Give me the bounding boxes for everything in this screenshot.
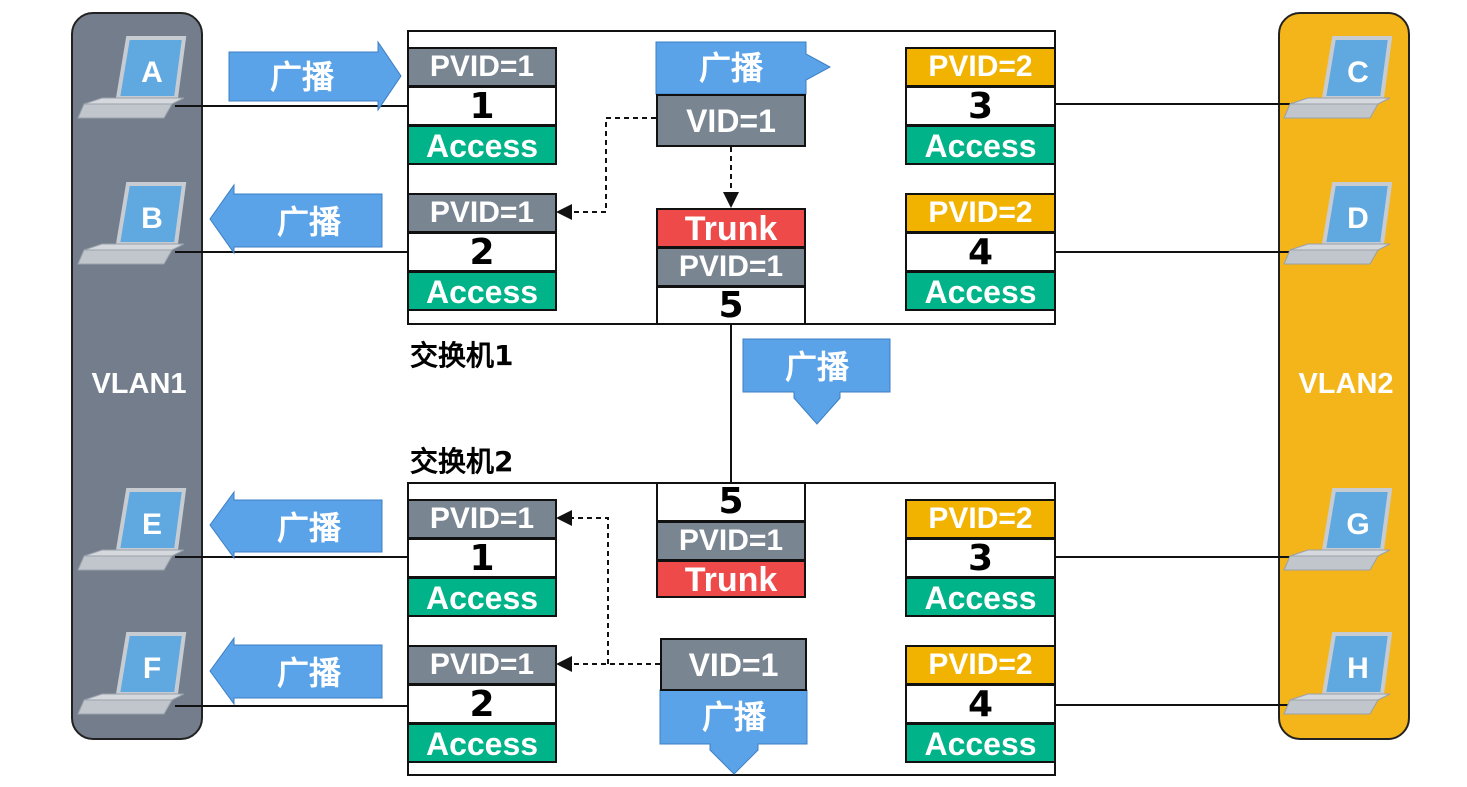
- sw1-port5-mode: Trunk: [656, 208, 806, 248]
- sw1-port4-mode: Access: [905, 271, 1056, 311]
- host-a-label: A: [141, 56, 163, 89]
- broadcast-a-label: 广播: [270, 58, 335, 96]
- broadcast-arrow-icon: 广播: [209, 183, 383, 255]
- sw1-port1-num: 1: [407, 86, 557, 126]
- laptop-icon[interactable]: H: [1283, 632, 1393, 715]
- sw1-port2-pvid: PVID=1: [407, 193, 557, 233]
- sw2-port5-mode: Trunk: [656, 560, 806, 598]
- sw1-port3-mode: Access: [905, 125, 1056, 165]
- sw2-vid-tag: VID=1: [660, 638, 807, 691]
- broadcast-arrow-icon: 广播: [209, 490, 383, 560]
- broadcast-f-label: 广播: [277, 654, 342, 692]
- sw1-port1-mode: Access: [407, 125, 557, 165]
- laptop-icon[interactable]: E: [77, 488, 187, 571]
- broadcast-arrow-icon: 广播: [228, 40, 402, 112]
- vlan2-label: VLAN2: [1298, 368, 1394, 400]
- laptop-icon[interactable]: D: [1283, 182, 1393, 265]
- sw1-port3-num: 3: [905, 86, 1056, 126]
- sw2-port3-pvid: PVID=2: [905, 499, 1056, 539]
- laptop-icon[interactable]: C: [1283, 36, 1393, 119]
- sw2-port1-num: 1: [407, 538, 557, 578]
- sw2-forward-to-port1: [556, 510, 609, 664]
- laptop-icon[interactable]: B: [77, 182, 187, 265]
- broadcast-e-label: 广播: [277, 509, 342, 547]
- sw1-vid-tag: VID=1: [656, 94, 806, 147]
- sw2-port2-num: 2: [407, 684, 557, 724]
- vlan1-panel: VLAN1: [71, 12, 203, 740]
- vlan2-panel: VLAN2: [1278, 12, 1410, 740]
- sw1-port1-pvid: PVID=1: [407, 47, 557, 87]
- laptop-icon[interactable]: F: [77, 632, 187, 715]
- laptop-icon[interactable]: A: [77, 36, 187, 119]
- sw1-port5-pvid: PVID=1: [656, 247, 806, 287]
- broadcast-arrow-icon: 广播: [659, 689, 808, 775]
- sw2-port4-pvid: PVID=2: [905, 645, 1056, 685]
- sw1-port4-num: 4: [905, 232, 1056, 272]
- sw1-port5-num: 5: [656, 286, 806, 325]
- broadcast-b-label: 广播: [277, 203, 342, 241]
- sw2-port3-mode: Access: [905, 577, 1056, 617]
- sw2-port4-num: 4: [905, 684, 1056, 724]
- sw1-port2-mode: Access: [407, 271, 557, 311]
- broadcast-sw1-label: 广播: [699, 49, 764, 87]
- host-h-label: H: [1347, 652, 1369, 685]
- broadcast-arrow-icon: 广播: [742, 338, 891, 425]
- host-b-label: B: [141, 202, 163, 235]
- broadcast-sw2-label: 广播: [702, 698, 767, 736]
- sw2-port5-pvid: PVID=1: [656, 521, 806, 561]
- host-g-label: G: [1346, 508, 1369, 541]
- host-d-label: D: [1347, 202, 1369, 235]
- sw2-port2-mode: Access: [407, 723, 557, 763]
- broadcast-trunk-label: 广播: [785, 348, 850, 386]
- host-f-label: F: [143, 652, 161, 685]
- sw2-port4-mode: Access: [905, 723, 1056, 763]
- host-c-label: C: [1347, 56, 1369, 89]
- sw1-port3-pvid: PVID=2: [905, 47, 1056, 87]
- sw2-port1-mode: Access: [407, 577, 557, 617]
- switch1-label: 交换机1: [410, 339, 514, 372]
- vlan1-label: VLAN1: [91, 368, 187, 400]
- laptop-icon[interactable]: G: [1283, 488, 1393, 571]
- sw2-port3-num: 3: [905, 538, 1056, 578]
- host-e-label: E: [142, 508, 162, 541]
- sw1-port2-num: 2: [407, 232, 557, 272]
- broadcast-arrow-icon: 广播: [655, 41, 832, 95]
- sw2-port1-pvid: PVID=1: [407, 499, 557, 539]
- broadcast-arrow-icon: 广播: [209, 636, 383, 706]
- sw2-port2-pvid: PVID=1: [407, 645, 557, 685]
- sw1-forward-to-port2: [556, 117, 656, 220]
- sw2-port5-num: 5: [656, 482, 806, 522]
- sw1-port4-pvid: PVID=2: [905, 193, 1056, 233]
- switch2-label: 交换机2: [410, 445, 514, 478]
